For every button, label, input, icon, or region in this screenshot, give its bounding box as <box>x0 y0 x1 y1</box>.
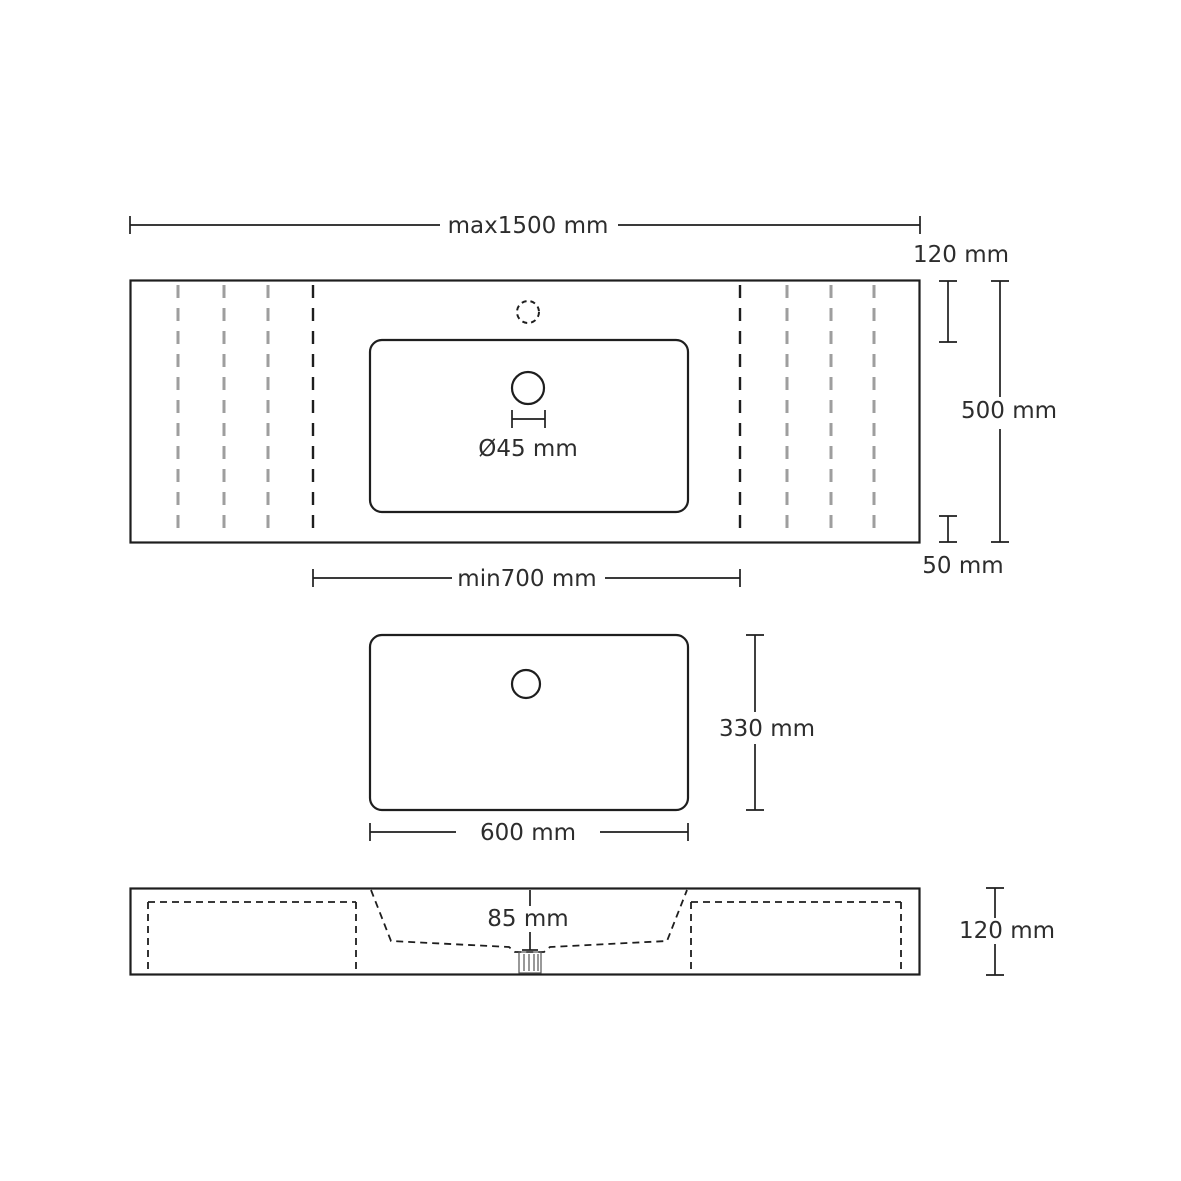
basin-outline-detail <box>368 633 690 812</box>
dim-label-thickness: 120 mm <box>959 918 1055 944</box>
dim-label-basin-height: 330 mm <box>719 716 815 742</box>
dim-label-basin-width: 600 mm <box>480 820 576 846</box>
dim-label-bottom-offset: 50 mm <box>922 553 1003 579</box>
dim-faucet-hole-diameter: Ø45 mm <box>478 410 578 462</box>
dim-depth: 500 mm <box>961 280 1057 543</box>
section-view: 85 mm 120 mm <box>129 887 1055 976</box>
basin-view: 330 mm 600 mm <box>368 633 815 846</box>
dim-label-min-width: min700 mm <box>457 566 596 592</box>
dim-basin-width: 600 mm <box>369 820 689 846</box>
section-outline <box>129 887 921 976</box>
dim-label-basin-depth: 85 mm <box>487 906 568 932</box>
countertop-outline <box>129 279 921 544</box>
dim-min-width: min700 mm <box>312 566 741 592</box>
cut-zone-lines-right <box>785 285 876 538</box>
dim-top-offset: 120 mm <box>913 242 1009 343</box>
dim-thickness: 120 mm <box>959 887 1055 976</box>
dim-basin-height: 330 mm <box>719 634 815 811</box>
basin-outline-top <box>368 338 690 514</box>
drain-outlet-body <box>518 951 542 974</box>
dim-label-hole-diameter: Ø45 mm <box>478 436 578 462</box>
dim-overall-width: max1500 mm <box>129 213 921 239</box>
top-view: max1500 mm Ø45 mm <box>129 213 1057 592</box>
dim-bottom-offset: 50 mm <box>922 515 1004 579</box>
drain-hole-circle <box>510 370 546 406</box>
drain-outlet <box>518 951 542 974</box>
hidden-edges-left <box>147 901 357 971</box>
dim-basin-depth: 85 mm <box>487 890 569 951</box>
faucet-hole-dashed-circle <box>516 300 540 324</box>
dim-label-top-offset: 120 mm <box>913 242 1009 268</box>
cut-zone-lines-left <box>176 285 270 538</box>
drain-hole-circle <box>510 668 542 700</box>
hidden-edges-right <box>690 901 902 971</box>
dim-label-depth: 500 mm <box>961 398 1057 424</box>
dim-label-overall-width: max1500 mm <box>448 213 609 239</box>
